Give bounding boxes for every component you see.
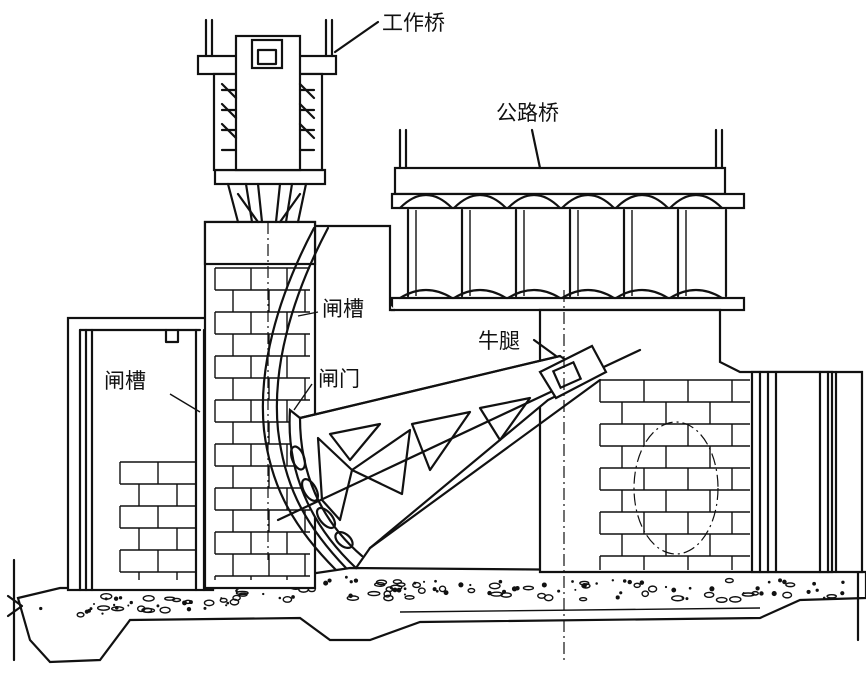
right-abutment [538, 308, 864, 574]
label-highway-bridge: 公路桥 [496, 101, 559, 125]
radial-gate [276, 338, 642, 570]
label-gate-slot-right: 闸槽 [322, 297, 364, 321]
label-corbel: 牛腿 [478, 329, 520, 353]
pier [203, 220, 317, 590]
gate-skin-ovals [289, 445, 354, 550]
left-wall [66, 316, 215, 592]
label-work-bridge: 工作桥 [382, 11, 445, 35]
highway-bridge [390, 128, 746, 312]
label-gate: 闸门 [318, 367, 360, 391]
label-gate-slot-left: 闸槽 [104, 369, 146, 393]
work-bridge [196, 18, 380, 224]
gate-slot-curve [261, 226, 348, 572]
concrete-aggregate [39, 575, 845, 618]
